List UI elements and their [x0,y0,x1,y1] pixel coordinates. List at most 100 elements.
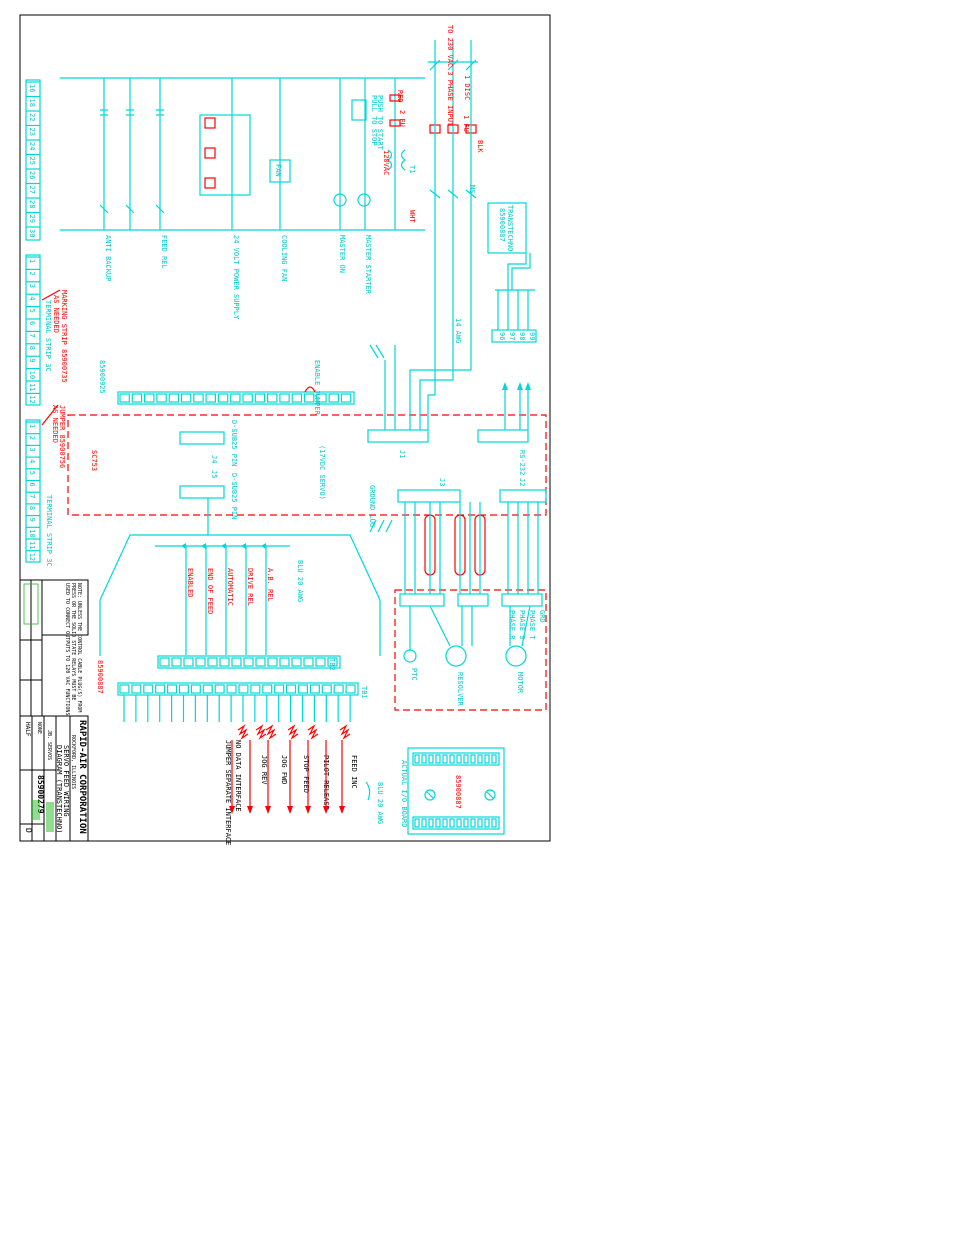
marking-strip-terminal: 1 [28,259,36,263]
revision-stamps [23,583,54,832]
motor-section: PTC RESOLVER MOTOR PHASE R PHASE S PHASE… [394,502,547,711]
tb2-pin [315,657,326,667]
tb1-pin [119,684,130,694]
svg-text:USED TO CONNECT OUTPUTS TO 120: USED TO CONNECT OUTPUTS TO 120 VAC FUNCT… [64,583,70,715]
wire-blk: BLK [476,140,484,153]
drawing-border [19,14,551,842]
fan-box-label: FAN [274,164,282,177]
actual-io-board: 85900887 ACTUAL I/O BOARD [400,747,505,835]
tb1-pin [238,684,249,694]
tb1-pin [333,684,344,694]
drawing-title-1: SERVO FEED WIRING [62,745,70,817]
j1-label: J1 [398,450,406,458]
io-bottom-pin [449,818,455,828]
output-end-of-feed: END OF FEED [206,568,214,614]
j1-pin [279,393,290,403]
disconnect-label: 1 DISC [463,75,471,100]
j1-pin [291,393,303,403]
anti-backup-label: ANTI BACKUP [104,235,112,281]
io-top-pin [470,754,476,764]
ground-label: GRD [538,610,546,623]
company-location: ROCKFORD, ILLINOIS [70,735,76,789]
jumper-strip-terminal: 11 [28,541,36,549]
jumper-strip-terminal: 12 [28,553,36,561]
j1-pin [168,393,180,403]
tb1-pin [214,684,225,694]
controller-voltage: (17VDC SERVO) [318,445,326,500]
enable-jumper: ENABLE JUMPER [313,360,321,416]
tb1-pin [250,684,261,694]
io-top-pin [421,754,427,764]
jumper-strip-terminal: 1 [28,424,36,428]
left-strip-terminal: 16 [28,84,36,92]
io-top-pin [456,754,462,764]
tb2-pin [159,657,170,667]
marking-strip-terminal: 10 [28,371,36,379]
io-bottom-pin [421,818,427,828]
title-block: RAPID-AIR CORPORATION ROCKFORD, ILLINOIS… [19,579,89,842]
left-strip-terminal: 22 [28,113,36,121]
j5-label: J5 [210,470,218,478]
drawn-by: JB. SERVOS [46,730,52,760]
left-strip-terminal: 26 [28,171,36,179]
input-section: FEED INC PILOT RELEASE STOP FEED JOG FWD… [224,724,384,845]
plug-1: D-SUB25 PIN [230,420,238,466]
resolver-label: RESOLVER [456,672,464,707]
tb1-pin [309,684,320,694]
left-strip-terminal: 24 [28,142,36,150]
marking-strip-terminal: 7 [28,333,36,337]
tb1-label: TB1 [360,686,368,699]
j1-pin [193,393,204,403]
output-ab-rel: A.B. REL [266,568,274,602]
left-strip-terminal: 23 [28,128,36,136]
output-automatic: AUTOMATIC [226,568,234,606]
marking-strip-terminal: 2 [28,271,36,275]
tb1-pin [286,684,297,694]
jumper-strip-terminal: 8 [28,506,36,510]
jumper-strip-terminal: 9 [28,518,36,522]
jumper-strip-terminal: 10 [28,529,36,537]
jumper-strip-terminal: 7 [28,494,36,498]
input-jog-fwd: JOG FWD [280,755,288,785]
j1-pin [242,393,253,403]
io-bottom-pin [442,818,448,828]
marking-strip-terminal: 8 [28,346,36,350]
output-cable: BLU 20 AWG [296,560,304,602]
svg-text:PRESS OR THE SOLID STATE RELAY: PRESS OR THE SOLID STATE RELAYS MUST BE [70,583,76,700]
input-stop-feed: STOP FEED [302,755,310,793]
transtechno-pin: 99 [528,332,536,340]
io-top-pin [484,754,490,764]
revision: D [24,828,33,833]
input-jog-rev: JOG REV [260,755,268,785]
marking-strip-terminal: TERMINAL STRIP 3C [44,300,52,372]
wire-14awg: 14 AWG [454,318,462,343]
tb1-pin [297,684,308,694]
j1-pin [156,393,167,403]
tb1-pin [274,684,285,694]
j1-pin [144,393,155,403]
j3-label: J3 [438,478,446,486]
company-name: RAPID-AIR CORPORATION [77,720,87,834]
io-bottom-pin [456,818,462,828]
input-feed-inc: FEED INC [350,755,358,789]
transtechno-part: 85900887 [498,208,506,242]
wire-wht: WHT [408,210,416,223]
wire-red: RED [396,90,404,103]
rs232-label: RS-232 [518,450,526,475]
j4-label: J4 [210,455,218,463]
transformer-tag: T1 [408,165,416,173]
output-enabled: ENABLED [186,568,194,598]
io-top-pin [414,754,420,764]
input-no-data: NO DATA INTERFACE [234,740,242,812]
io-top-pin [463,754,469,764]
marking-strip-terminal: 5 [28,309,36,313]
j1-pin [205,393,217,403]
transformer-label: 120VAC [382,150,390,175]
io-top-pin [477,754,483,764]
jumper-strip-terminal: 3 [28,447,36,451]
master-switch-on: PUSH TO START [376,95,384,151]
tb2-pin [219,657,230,667]
marking-strip-terminal: 12 [28,395,36,403]
tb1-pin [226,684,237,694]
